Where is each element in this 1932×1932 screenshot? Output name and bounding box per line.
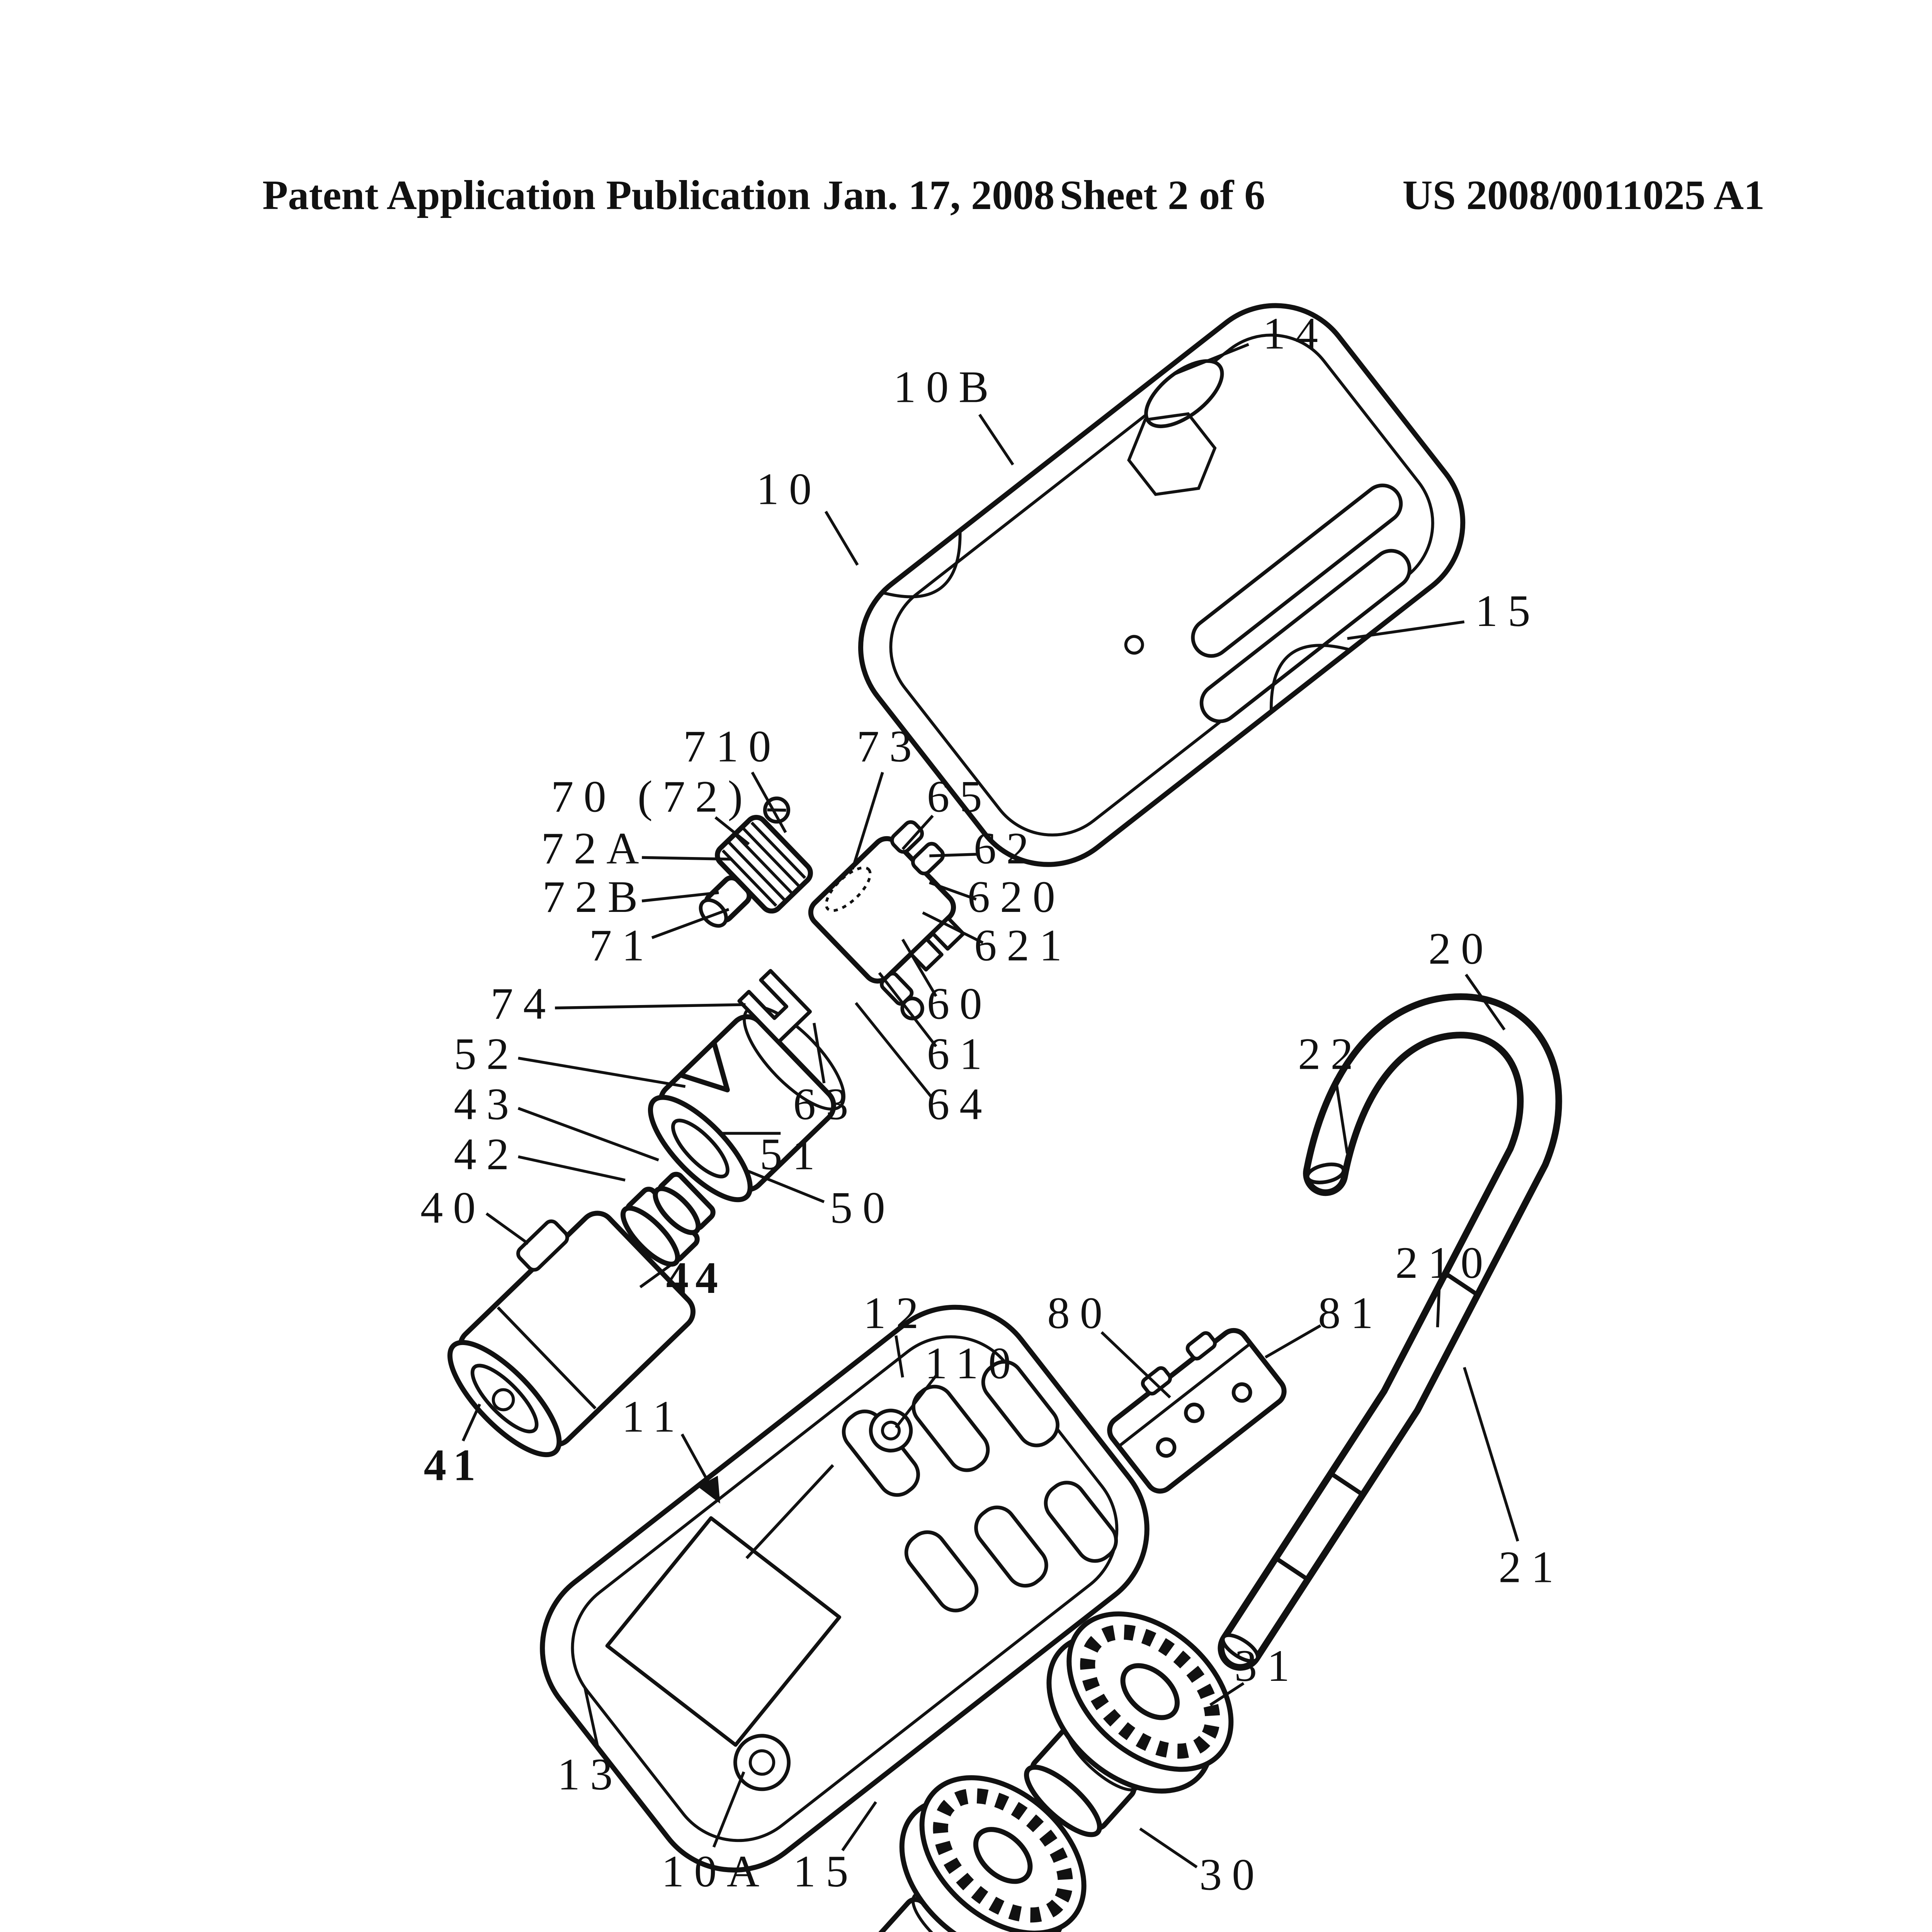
lock-body <box>540 1304 1150 1873</box>
leader-line-4 <box>751 771 787 833</box>
leader-line-15 <box>901 939 937 997</box>
latch-pin <box>900 997 924 1020</box>
leader-line-35 <box>1463 1367 1519 1542</box>
header-publication-type: Patent Application Publication <box>262 173 811 219</box>
knurled-wheel <box>699 796 813 928</box>
leader-line-12 <box>651 908 730 939</box>
leader-line-40 <box>1139 1827 1198 1869</box>
plug-tab <box>516 1219 569 1272</box>
upper-cover <box>858 303 1466 867</box>
leader-line-31 <box>1264 1324 1321 1359</box>
header-sheet-number: Sheet 2 of 6 <box>1060 173 1265 219</box>
leader-line-13 <box>922 911 984 944</box>
leader-line-23 <box>485 1212 529 1245</box>
dial-2 <box>899 1775 1087 1932</box>
leader-line-24 <box>745 1168 825 1203</box>
leader-line-3 <box>1347 620 1465 640</box>
leader-line-32 <box>895 1375 937 1429</box>
leader-line-25 <box>1464 973 1506 1031</box>
cover-slot-1 <box>1191 483 1403 658</box>
plug-face <box>470 1364 539 1434</box>
latch-block <box>808 820 965 1020</box>
leader-line-34 <box>461 1403 481 1442</box>
page-header: Patent Application Publication Jan. 17, … <box>0 174 1932 241</box>
leader-line-30 <box>1100 1331 1171 1399</box>
leader-line-6 <box>714 816 750 845</box>
cam-cylinder <box>648 1005 845 1202</box>
leader-line-11 <box>929 881 977 901</box>
leader-line-21 <box>518 1155 626 1182</box>
header-publication-number: US 2008/0011025 A1 <box>1402 173 1765 219</box>
leader-line-8 <box>642 856 732 861</box>
body-prong-6 <box>1044 1481 1118 1563</box>
shackle-hole <box>1144 359 1224 429</box>
leader-line-5 <box>851 772 884 870</box>
leader-line-28 <box>1436 1287 1441 1327</box>
leader-line-36 <box>1209 1682 1245 1706</box>
leader-line-27 <box>639 1264 671 1289</box>
body-panel <box>605 1516 842 1747</box>
body-prong-2 <box>912 1384 990 1472</box>
leader-line-19 <box>813 1022 826 1083</box>
leader-line-37 <box>583 1688 600 1751</box>
dial-stack <box>876 1611 1234 1932</box>
leader-line-16 <box>518 1056 686 1088</box>
leader-line-26 <box>1334 1078 1349 1154</box>
leader-line-7 <box>901 815 934 850</box>
cam-notch <box>678 1040 730 1093</box>
header-date: Jan. 17, 2008 <box>822 173 1055 219</box>
dial-1 <box>1046 1611 1234 1794</box>
leader-line-18 <box>517 1107 659 1162</box>
leader-line-33 <box>680 1433 720 1504</box>
leader-line-17 <box>878 972 937 1048</box>
latch-prong-2 <box>911 842 945 876</box>
latch-prong-1 <box>890 820 924 854</box>
fork-piece <box>737 969 812 1044</box>
plug-cylinder <box>447 1211 696 1458</box>
leader-line-39 <box>841 1801 877 1851</box>
leader-line-2 <box>824 510 859 566</box>
leader-line-9 <box>929 852 980 857</box>
hex-hole <box>1127 412 1217 496</box>
leader-line-1 <box>978 413 1014 466</box>
body-prong-3 <box>981 1360 1060 1447</box>
body-prong-4 <box>904 1530 979 1612</box>
rings-42-43 <box>620 1172 716 1267</box>
cover-slot-2 <box>1199 549 1412 723</box>
leader-line-29 <box>895 1335 904 1378</box>
shackle <box>1218 993 1562 1671</box>
leader-line-0 <box>1173 343 1249 376</box>
leader-line-38 <box>712 1771 745 1848</box>
leader-line-14 <box>555 1003 746 1010</box>
leader-line-10 <box>641 891 719 903</box>
leader-line-20 <box>855 1002 932 1098</box>
body-prong-5 <box>974 1505 1048 1588</box>
